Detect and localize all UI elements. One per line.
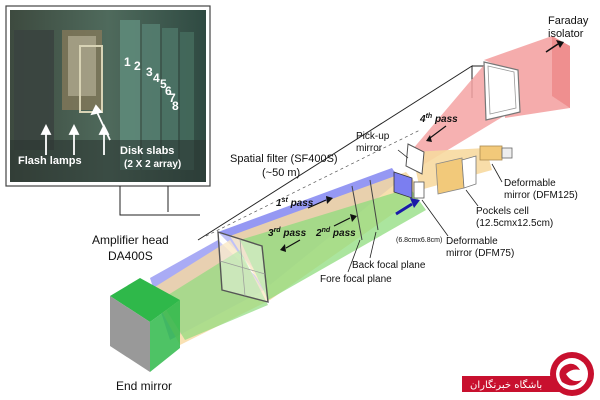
fourth-pass-beam (412, 65, 504, 168)
inset-arrows (40, 104, 111, 155)
dfm125-label: Deformable mirror (DFM125) (504, 178, 578, 201)
svg-text:isolator: isolator (548, 28, 584, 40)
pickup-label: Pick-up mirror (356, 131, 390, 154)
svg-text:Pockels cell: Pockels cell (476, 206, 529, 217)
faraday-label: Faraday isolator (548, 15, 589, 40)
photo-cabinets (10, 20, 206, 182)
pockels-label: Pockels cell (12.5cmx12.5cm) (476, 206, 553, 229)
end-mirror-label: End mirror (116, 379, 172, 393)
spatial-filter-label: Spatial filter (SF400S) (~50 m) (230, 153, 338, 179)
svg-text:Faraday: Faraday (548, 15, 589, 27)
svg-text:mirror (DFM75): mirror (DFM75) (446, 248, 514, 259)
back-focal-label: Back focal plane (352, 260, 426, 271)
svg-text:(12.5cmx12.5cm): (12.5cmx12.5cm) (476, 218, 553, 229)
amplifier-label: Amplifier head DA400S (92, 233, 169, 263)
pass3-label: 3rd pass (268, 227, 307, 239)
spatial-filter-lens (217, 231, 269, 303)
inset-numbers: 1 2 3 4 5 6 7 8 (124, 55, 179, 113)
second-pass-beam (240, 188, 426, 300)
dfm75-label: Deformable mirror (DFM75) (446, 236, 514, 259)
svg-text:2: 2 (134, 59, 141, 73)
svg-text:8: 8 (172, 99, 179, 113)
watermark-text: باشگاه خبرنگاران (470, 379, 542, 391)
faraday-output-arrow (545, 40, 564, 53)
svg-text:7: 7 (169, 91, 176, 105)
pass4-label: 4th pass (419, 113, 458, 125)
svg-text:6: 6 (165, 84, 172, 98)
svg-text:Deformable: Deformable (446, 236, 498, 247)
svg-text:mirror: mirror (356, 143, 383, 154)
watermark-logo: باشگاه خبرنگاران (462, 352, 594, 396)
end-mirror-block (110, 278, 180, 372)
svg-text:1: 1 (124, 55, 131, 69)
svg-text:4: 4 (153, 71, 160, 85)
svg-text:Deformable: Deformable (504, 178, 556, 189)
pickup-mirror (405, 143, 425, 175)
dfm75-arrow (395, 198, 420, 216)
svg-text:(~50 m): (~50 m) (262, 167, 300, 179)
disk-array-label: (2 X 2 array) (124, 159, 181, 170)
svg-text:3: 3 (146, 65, 153, 79)
fore-focal-label: Fore focal plane (320, 274, 392, 285)
disk-slabs-label: Disk slabs (120, 145, 174, 157)
focal-plane-markers (351, 179, 379, 241)
pass2-label: 2nd pass (315, 227, 356, 239)
size-small-label: (6.8cmx6.8cm) (396, 237, 442, 244)
svg-text:5: 5 (160, 77, 167, 91)
faraday-plate (483, 61, 521, 121)
svg-text:Pick-up: Pick-up (356, 131, 390, 142)
svg-text:Spatial filter (SF400S): Spatial filter (SF400S) (230, 153, 338, 165)
dfm75-components (393, 171, 425, 199)
svg-text:DA400S: DA400S (108, 249, 153, 263)
dfm125-components (435, 145, 513, 195)
flash-lamps-label: Flash lamps (18, 155, 82, 167)
svg-text:Amplifier head: Amplifier head (92, 233, 169, 247)
pass1-label: 1st pass (276, 197, 314, 209)
svg-text:mirror (DFM125): mirror (DFM125) (504, 190, 578, 201)
